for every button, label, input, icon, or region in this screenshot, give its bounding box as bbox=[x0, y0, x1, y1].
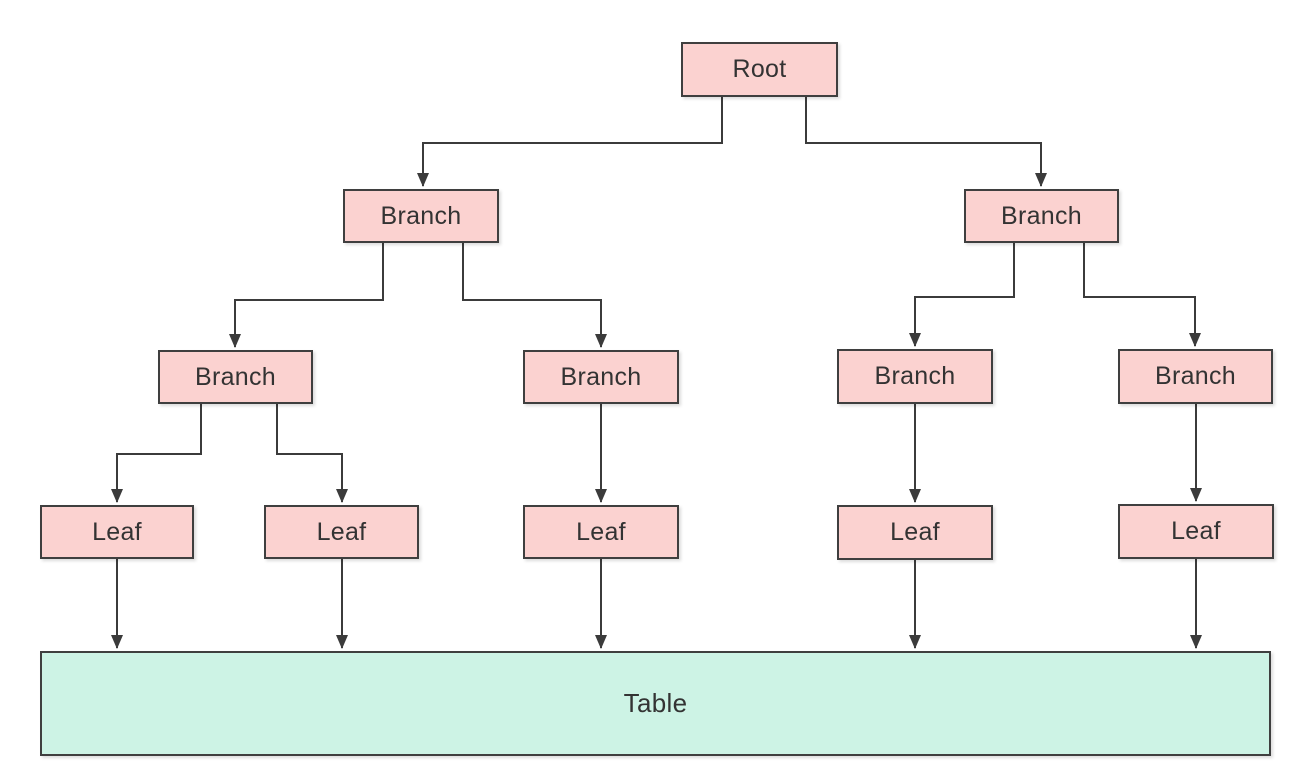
node-branch-left-2: Branch bbox=[523, 350, 679, 404]
node-branch-right-1: Branch bbox=[837, 349, 993, 404]
edge-branch-left-1-leaf-2 bbox=[276, 404, 348, 503]
edge-root-branch-left bbox=[417, 97, 723, 187]
node-leaf-1: Leaf bbox=[40, 505, 194, 559]
node-root: Root bbox=[681, 42, 838, 97]
node-leaf-4: Leaf bbox=[837, 505, 993, 560]
node-table: Table bbox=[40, 651, 1271, 756]
edge-branch-right-branch-right-2 bbox=[1083, 243, 1201, 347]
node-branch-left-1: Branch bbox=[158, 350, 313, 404]
edge-branch-left-1-leaf-1 bbox=[111, 404, 202, 503]
node-leaf-5: Leaf bbox=[1118, 504, 1274, 559]
edge-root-branch-right bbox=[805, 97, 1047, 187]
edge-branch-left-branch-left-1 bbox=[229, 243, 384, 348]
edge-branch-left-branch-left-2 bbox=[462, 243, 607, 348]
node-leaf-2: Leaf bbox=[264, 505, 419, 559]
node-branch-right-2: Branch bbox=[1118, 349, 1273, 404]
node-leaf-3: Leaf bbox=[523, 505, 679, 559]
node-branch-left: Branch bbox=[343, 189, 499, 243]
node-branch-right: Branch bbox=[964, 189, 1119, 243]
edge-branch-right-branch-right-1 bbox=[909, 243, 1015, 347]
